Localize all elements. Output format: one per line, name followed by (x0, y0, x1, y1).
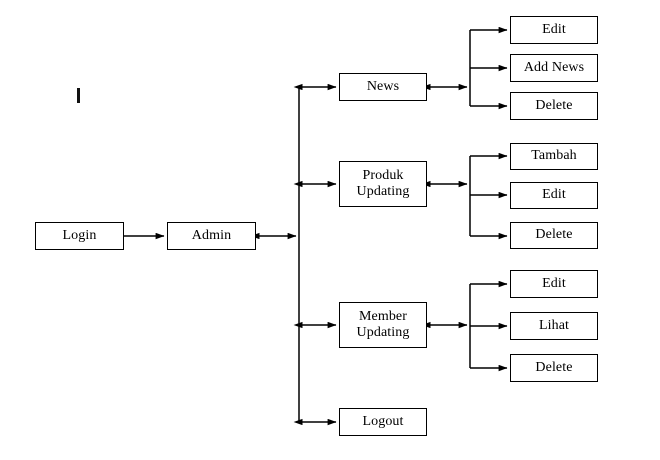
node-news-delete[interactable]: Delete (510, 92, 598, 120)
node-produk-tambah[interactable]: Tambah (510, 143, 598, 170)
node-login[interactable]: Login (35, 222, 124, 250)
node-produk-edit[interactable]: Edit (510, 182, 598, 209)
node-member-delete-label: Delete (535, 359, 573, 375)
node-produk-tambah-label: Tambah (531, 148, 577, 164)
node-member-updating-line2: Updating (356, 325, 410, 340)
node-login-label: Login (62, 227, 97, 243)
node-produk-delete-label: Delete (535, 227, 573, 243)
node-produk-delete[interactable]: Delete (510, 222, 598, 249)
node-member-delete[interactable]: Delete (510, 354, 598, 382)
node-member-edit[interactable]: Edit (510, 270, 598, 298)
node-admin-label: Admin (191, 227, 232, 243)
node-news-label: News (366, 78, 400, 94)
node-news-edit[interactable]: Edit (510, 16, 598, 44)
node-logout-label: Logout (362, 413, 404, 429)
node-news-add-news-label: Add News (523, 59, 585, 75)
node-produk-updating-line2: Updating (356, 184, 410, 199)
node-logout[interactable]: Logout (339, 408, 427, 436)
node-produk-updating-label: Produk Updating (340, 168, 426, 200)
node-member-lihat-label: Lihat (538, 317, 570, 333)
node-produk-updating-line1: Produk (362, 167, 404, 183)
node-member-updating-line1: Member (358, 308, 408, 324)
node-member-lihat[interactable]: Lihat (510, 312, 598, 340)
node-admin[interactable]: Admin (167, 222, 256, 250)
node-news-add-news[interactable]: Add News (510, 54, 598, 82)
node-news[interactable]: News (339, 73, 427, 101)
stray-tick-mark (77, 88, 80, 103)
node-produk-updating[interactable]: Produk Updating (339, 161, 427, 207)
node-news-delete-label: Delete (535, 97, 573, 113)
node-member-updating[interactable]: Member Updating (339, 302, 427, 348)
node-news-edit-label: Edit (542, 21, 566, 37)
node-produk-edit-label: Edit (542, 187, 566, 203)
node-member-edit-label: Edit (542, 275, 566, 291)
node-member-updating-label: Member Updating (340, 309, 426, 341)
